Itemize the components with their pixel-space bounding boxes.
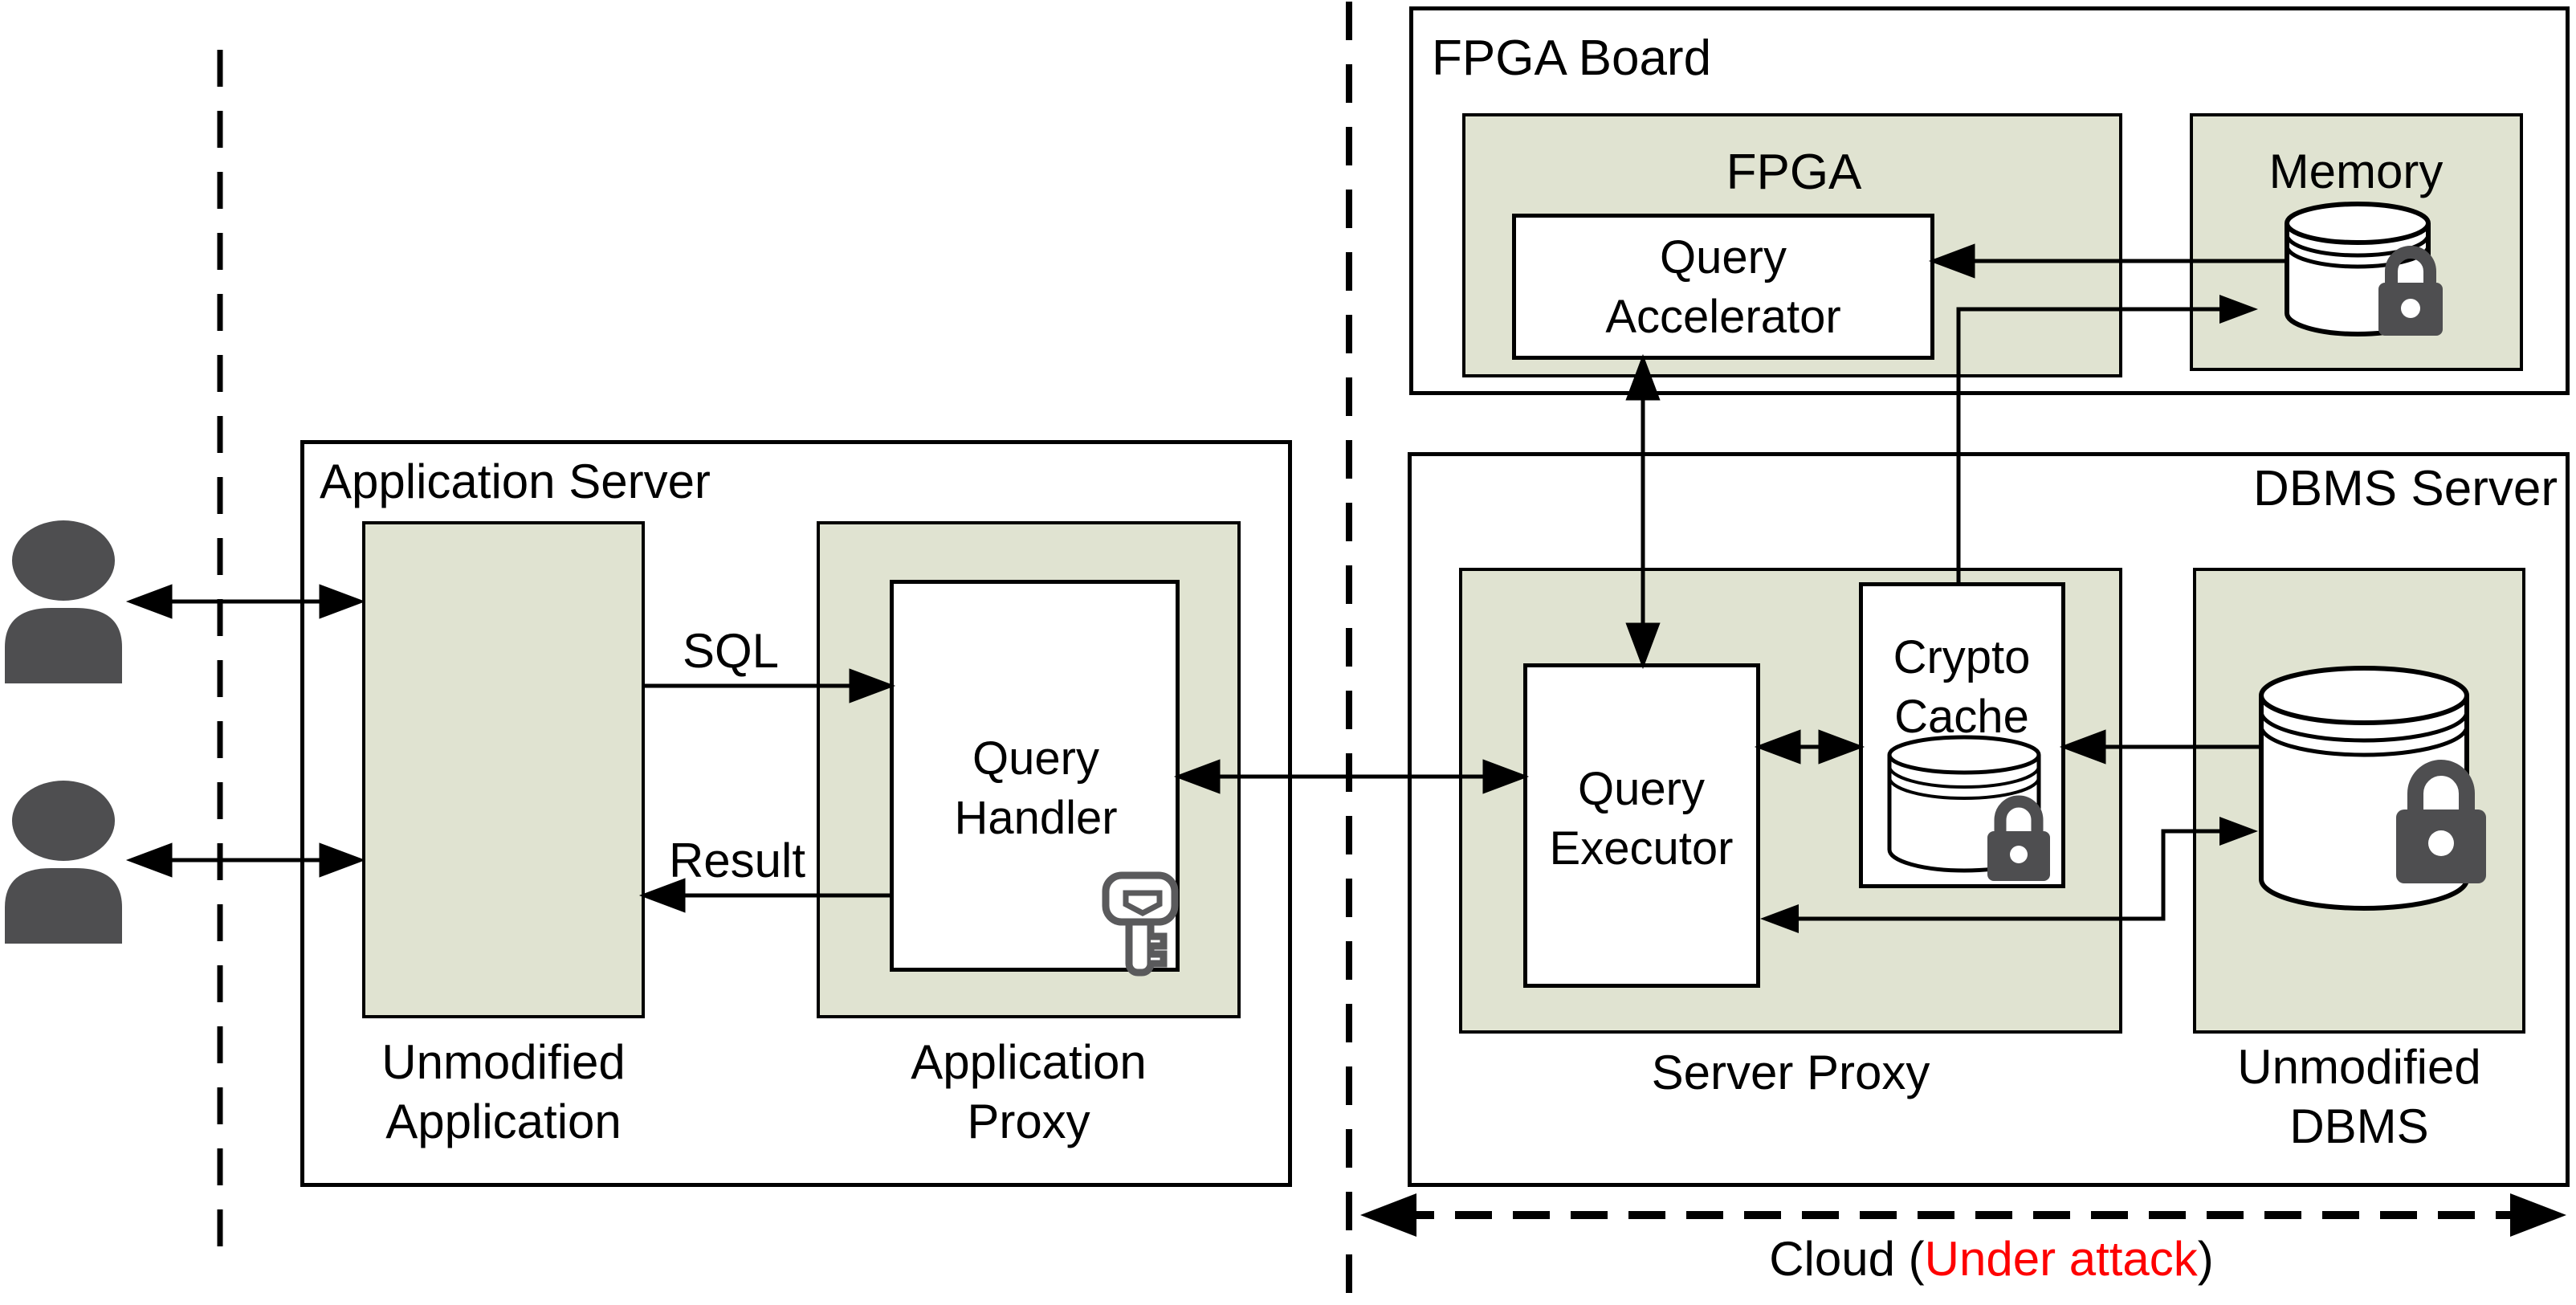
unmodified-application-label: Unmodified Application [381, 1033, 626, 1152]
crypto-cache-label-line2: Cache [1894, 691, 2029, 743]
query-executor-label: Query Executor [1550, 760, 1734, 879]
cloud-arrow [1360, 1193, 2566, 1237]
query-accelerator-box [1512, 214, 1934, 360]
query-accelerator-label-line2: Accelerator [1605, 291, 1841, 343]
fpga-title: FPGA [1726, 145, 1862, 200]
query-executor-label-line2: Executor [1549, 822, 1734, 875]
cloud-label-attack: Under attack [1924, 1232, 2198, 1286]
query-executor-label-line1: Query [1578, 763, 1705, 815]
unmodified-application-label-line1: Unmodified [381, 1035, 626, 1089]
users-icon [5, 520, 122, 944]
query-accelerator-label-line1: Query [1660, 231, 1787, 283]
memory-title: Memory [2268, 145, 2444, 198]
query-handler-label: Query Handler [954, 729, 1117, 848]
crypto-cache-label-line1: Crypto [1893, 631, 2031, 683]
sql-label: SQL [682, 624, 780, 678]
application-proxy-label: Application Proxy [911, 1033, 1147, 1152]
unmodified-dbms-label: Unmodified DBMS [2237, 1038, 2481, 1156]
cloud-label-suffix: ) [2197, 1232, 2214, 1286]
unmodified-application-box [362, 521, 645, 1018]
result-label: Result [668, 834, 806, 887]
fpga-board-title: FPGA Board [1432, 31, 1712, 86]
cloud-under-attack-label: Cloud (Under attack) [1769, 1235, 2214, 1283]
query-accelerator-label: Query Accelerator [1605, 228, 1840, 347]
query-handler-label-line1: Query [972, 732, 1099, 785]
dbms-server-title: DBMS Server [2253, 461, 2558, 516]
cloud-label-prefix: Cloud ( [1769, 1232, 1925, 1286]
query-executor-box [1523, 663, 1760, 988]
crypto-cache-label: Crypto Cache [1893, 628, 2031, 747]
unmodified-dbms-label-line1: Unmodified [2237, 1040, 2481, 1094]
query-handler-label-line2: Handler [954, 792, 1118, 844]
unmodified-application-label-line2: Application [385, 1095, 622, 1148]
server-proxy-label: Server Proxy [1651, 1046, 1930, 1099]
application-proxy-label-line1: Application [911, 1035, 1147, 1089]
application-proxy-label-line2: Proxy [967, 1095, 1090, 1148]
unmodified-dbms-box [2193, 568, 2525, 1034]
unmodified-dbms-label-line2: DBMS [2289, 1099, 2429, 1153]
application-server-title: Application Server [320, 455, 711, 508]
